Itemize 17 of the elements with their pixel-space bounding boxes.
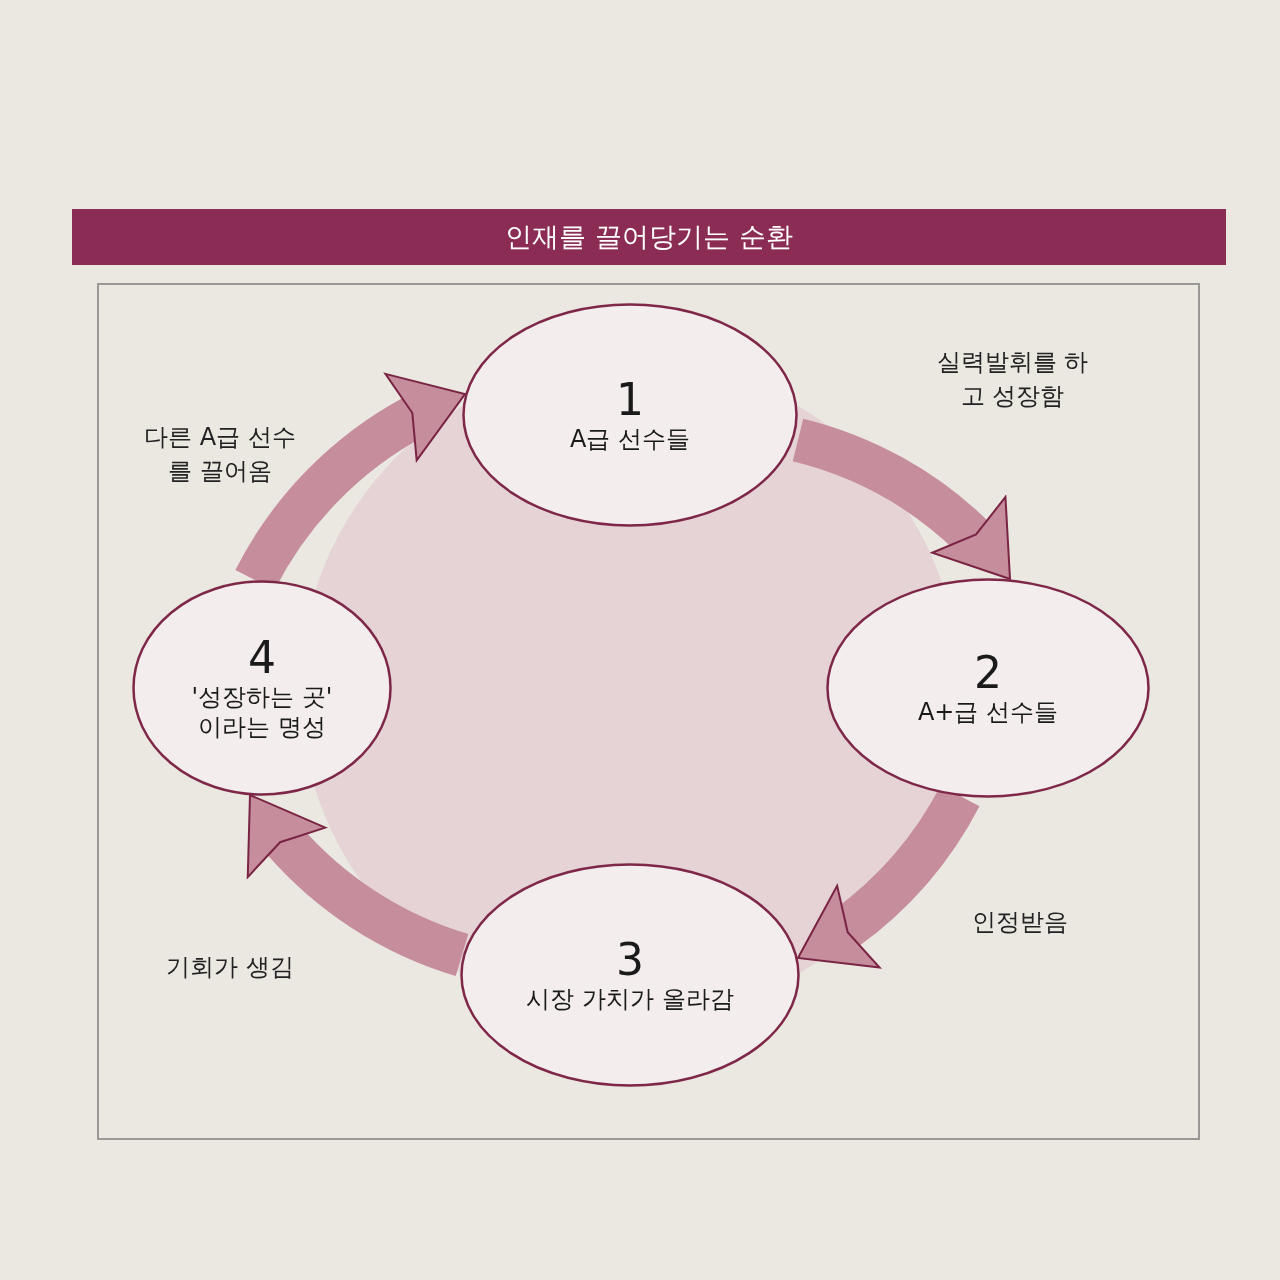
edge-label: 기회가 생김 <box>165 952 295 983</box>
edge-label: 실력발휘를 하고 성장함 <box>935 347 1090 412</box>
stage-number: 2 <box>974 649 1002 697</box>
stage-number: 1 <box>616 376 644 424</box>
stage-label: 시장 가치가 올라감 <box>526 984 734 1014</box>
title-bar: 인재를 끌어당기는 순환 <box>72 209 1226 265</box>
stage-number: 3 <box>616 936 644 984</box>
stage-label: A+급 선수들 <box>917 697 1059 727</box>
stage-ellipse <box>460 863 800 1087</box>
edge-label: 다른 A급 선수를 끌어옴 <box>143 422 297 487</box>
stage-label: '성장하는 곳' 이라는 명성 <box>190 682 334 742</box>
stage-label: A급 선수들 <box>569 424 690 454</box>
stage-number: 4 <box>248 634 276 682</box>
stage-ellipse <box>462 303 798 527</box>
edge-label: 인정받음 <box>971 907 1069 938</box>
stage-ellipse <box>826 578 1150 798</box>
stage-ellipse <box>132 580 392 796</box>
